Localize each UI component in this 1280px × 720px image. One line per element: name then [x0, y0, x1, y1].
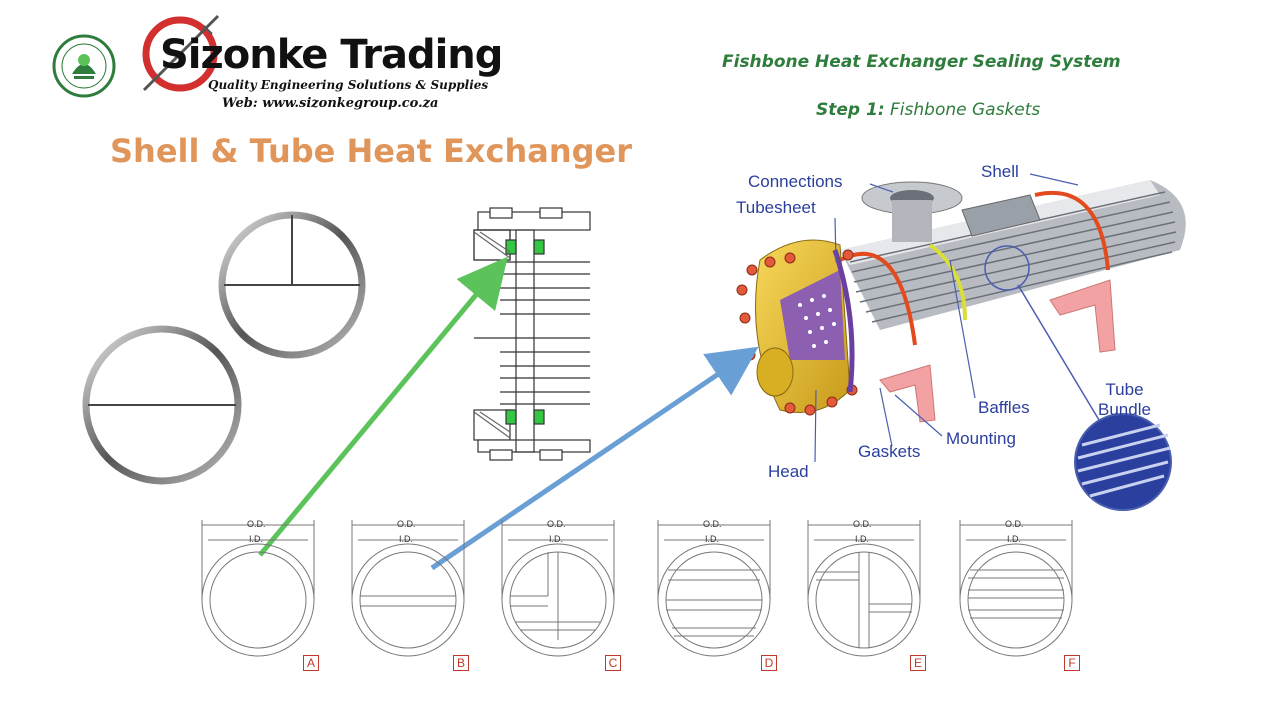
- gasket-f-id: I.D.: [1007, 534, 1022, 544]
- label-connections: Connections: [748, 172, 843, 191]
- label-gaskets: Gaskets: [858, 442, 921, 461]
- gasket-letter-d: D: [761, 655, 777, 671]
- label-tubesheet: Tubesheet: [736, 198, 816, 217]
- step-text: Fishbone Gaskets: [890, 100, 1041, 120]
- gasket-letter-a: A: [303, 655, 319, 671]
- label-baffles: Baffles: [978, 398, 1030, 417]
- company-emblem-icon: [52, 34, 116, 98]
- blue-arrow: [430, 346, 759, 571]
- gasket-c-od: O.D.: [547, 519, 566, 529]
- gasket-ring-single-rib: [82, 325, 242, 485]
- system-title: Fishbone Heat Exchanger Sealing System: [722, 52, 1121, 72]
- brand-tagline: Quality Engineering Solutions & Supplies: [208, 78, 489, 92]
- gasket-f-od: O.D.: [1005, 519, 1024, 529]
- gasket-type-drawings: [201, 520, 1073, 657]
- gasket-c-id: I.D.: [549, 534, 564, 544]
- gasket-a-od: O.D.: [247, 519, 266, 529]
- gasket-e-od: O.D.: [853, 519, 872, 529]
- step-title: Step 1: Fishbone Gaskets: [816, 100, 1040, 120]
- label-head: Head: [768, 462, 809, 481]
- brand-website: Web: www.sizonkegroup.co.za: [222, 96, 439, 111]
- main-title: Shell & Tube Heat Exchanger: [110, 132, 633, 170]
- gasket-letter-f: F: [1064, 655, 1080, 671]
- gasket-d-id: I.D.: [705, 534, 720, 544]
- flange-cross-section: [473, 207, 591, 461]
- brand-name: Sizonke Trading: [160, 32, 503, 78]
- heat-exchanger-illustration: [736, 173, 1186, 511]
- gasket-d-od: O.D.: [703, 519, 722, 529]
- label-mounting: Mounting: [946, 429, 1016, 448]
- gasket-letter-c: C: [605, 655, 621, 671]
- step-label: Step 1:: [816, 100, 885, 120]
- gasket-b-id: I.D.: [399, 534, 414, 544]
- gasket-a-id: I.D.: [249, 534, 264, 544]
- gasket-e-id: I.D.: [855, 534, 870, 544]
- gasket-letter-b: B: [453, 655, 469, 671]
- gasket-ring-t-rib: [218, 211, 366, 359]
- green-arrow: [258, 256, 508, 557]
- gasket-b-od: O.D.: [397, 519, 416, 529]
- label-shell: Shell: [981, 162, 1019, 181]
- label-tube-bundle: Tube Bundle: [1098, 380, 1151, 419]
- gasket-letter-e: E: [910, 655, 926, 671]
- brand-logo-icon: [142, 14, 220, 92]
